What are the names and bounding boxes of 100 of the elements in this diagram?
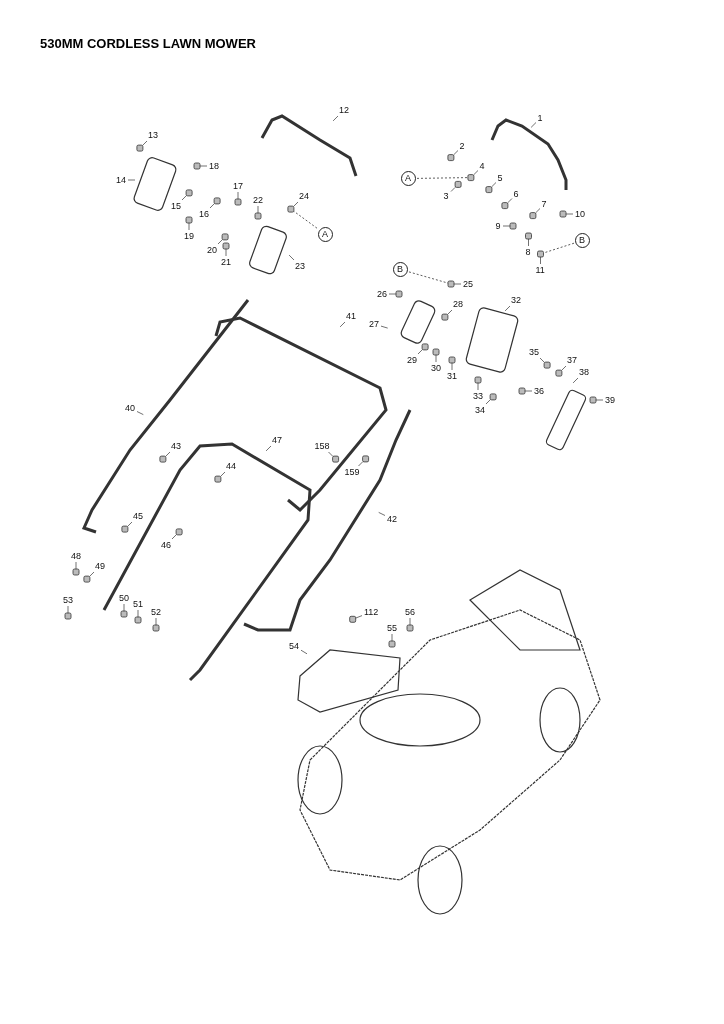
part-icon xyxy=(518,387,526,395)
leader-line xyxy=(300,649,308,655)
part-icon xyxy=(406,624,414,632)
callout-number: 47 xyxy=(271,435,283,445)
leader-line xyxy=(435,354,437,363)
callout-number: 10 xyxy=(574,209,586,219)
leader-line xyxy=(89,571,95,577)
leader-line xyxy=(225,248,227,257)
part-icon xyxy=(72,568,80,576)
callout-number: 32 xyxy=(510,295,522,305)
callout-number: 21 xyxy=(220,257,232,267)
callout-number: 23 xyxy=(294,261,306,271)
part-icon xyxy=(214,475,222,483)
callout-number: 35 xyxy=(528,347,540,357)
callout-number: 53 xyxy=(62,595,74,605)
reference-letter: B xyxy=(574,232,590,248)
part-icon xyxy=(474,376,482,384)
leader-line xyxy=(388,293,397,295)
callout-number: 49 xyxy=(94,561,106,571)
part-icon xyxy=(388,640,396,648)
leader-line xyxy=(293,210,318,229)
leader-line xyxy=(447,309,453,315)
part-icon xyxy=(222,242,230,250)
part-icon xyxy=(555,369,563,377)
leader-line xyxy=(504,305,511,312)
callout-number: 48 xyxy=(70,551,82,561)
callout-number: 13 xyxy=(147,130,159,140)
callout-number: 158 xyxy=(313,441,331,451)
diagram-title: 530MM CORDLESS LAWN MOWER xyxy=(40,36,256,51)
callout-number: 14 xyxy=(115,175,127,185)
callout-number: 37 xyxy=(566,355,578,365)
callout-number: 15 xyxy=(170,201,182,211)
callout-number: 19 xyxy=(183,231,195,241)
callout-number: 17 xyxy=(232,181,244,191)
leader-line xyxy=(339,321,346,328)
part-icon xyxy=(454,181,462,188)
leader-line xyxy=(75,561,77,570)
leader-line xyxy=(127,179,136,181)
callout-number: 26 xyxy=(376,289,388,299)
part-icon xyxy=(489,393,497,401)
leader-line xyxy=(137,609,139,618)
leader-line xyxy=(507,198,513,203)
leader-line xyxy=(67,605,69,614)
leader-line xyxy=(535,208,541,213)
callout-number: 42 xyxy=(386,514,398,524)
part-icon xyxy=(121,525,129,533)
reference-letter: B xyxy=(392,261,408,277)
callout-number: 45 xyxy=(132,511,144,521)
callout-number: 38 xyxy=(578,367,590,377)
callout-number: 112 xyxy=(363,607,380,617)
leader-line xyxy=(217,239,223,245)
reference-letter: A xyxy=(400,170,416,186)
leader-line xyxy=(257,205,259,214)
callout-number: 44 xyxy=(225,461,237,471)
leader-line xyxy=(220,471,226,477)
callout-number: 43 xyxy=(170,441,182,451)
callout-number: 29 xyxy=(406,355,418,365)
part-icon xyxy=(136,144,144,152)
leader-line xyxy=(565,213,574,215)
leader-line xyxy=(491,182,497,187)
part-icon xyxy=(543,361,551,369)
callout-number: 54 xyxy=(288,641,300,651)
leader-line xyxy=(171,534,177,540)
part-icon xyxy=(221,233,229,241)
callout-number: 25 xyxy=(462,279,474,289)
part-icon xyxy=(254,212,262,220)
callout-number: 11 xyxy=(534,265,546,275)
callout-number: 41 xyxy=(345,311,357,321)
part-icon xyxy=(234,198,242,206)
leader-line xyxy=(265,445,272,452)
leader-line xyxy=(237,191,239,200)
leader-line xyxy=(453,150,459,155)
callout-number: 16 xyxy=(198,209,210,219)
callout-number: 36 xyxy=(533,386,545,396)
part-icon xyxy=(441,313,449,321)
leader-line xyxy=(561,365,567,371)
callout-number: 20 xyxy=(206,245,218,255)
callout-number: 5 xyxy=(496,173,504,183)
part-icon xyxy=(213,197,221,205)
callout-number: 6 xyxy=(512,189,520,199)
leader-line xyxy=(539,357,545,363)
part-icon xyxy=(152,624,160,632)
part-icon xyxy=(83,575,91,583)
callout-number: 31 xyxy=(446,371,458,381)
leader-line xyxy=(358,461,363,467)
leader-line xyxy=(123,603,125,612)
callout-number: 12 xyxy=(338,105,350,115)
part-icon xyxy=(332,455,339,463)
part-icon xyxy=(120,610,128,618)
callout-number: 4 xyxy=(478,161,486,171)
part-icon xyxy=(421,343,429,351)
leader-line xyxy=(450,187,456,192)
reference-letter: A xyxy=(317,226,333,242)
leader-line xyxy=(355,615,363,619)
part-icon xyxy=(529,212,537,219)
part-icon xyxy=(448,356,456,364)
leader-line xyxy=(391,633,393,642)
leader-line xyxy=(530,122,537,128)
part-icon xyxy=(395,290,403,298)
part-icon xyxy=(362,455,369,463)
